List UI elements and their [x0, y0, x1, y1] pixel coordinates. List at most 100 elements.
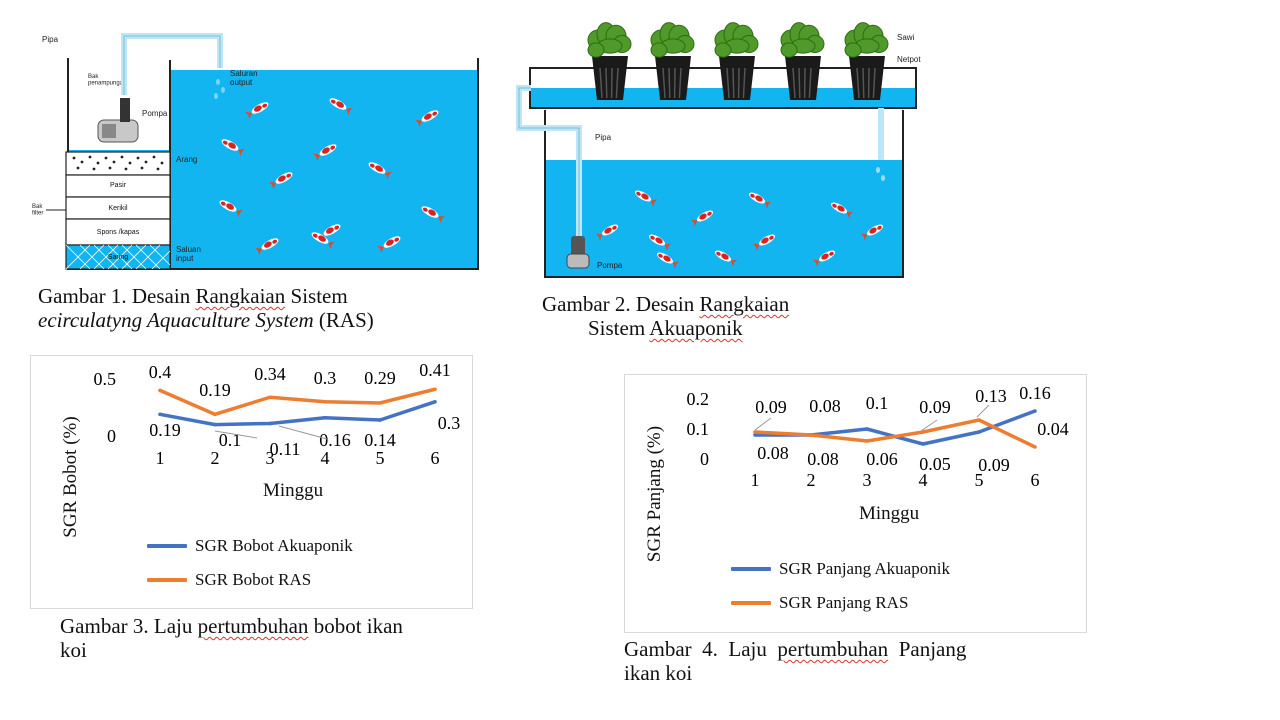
data-point — [323, 400, 327, 404]
figure4-caption: Gambar 4. Laju pertumbuhan Panjang ikan … — [624, 637, 1036, 685]
fig3-caption-rest: bobot ikan — [308, 614, 403, 638]
legend-bobot-ras: SGR Bobot RAS — [147, 570, 311, 590]
koi-fish-icon — [311, 232, 335, 249]
fig3-caption-prefix: Gambar 3. Laju — [60, 614, 198, 638]
koi-fish-icon — [329, 98, 353, 115]
label-kerikil: Kerikil — [108, 205, 128, 212]
legend-swatch-panjang-ras — [731, 601, 771, 605]
koi-fish-icon — [831, 202, 854, 219]
fig1-caption-ras: (RAS) — [313, 308, 374, 332]
koi-fish-icon — [245, 102, 269, 119]
data-label: 0.19 — [199, 380, 231, 400]
data-label: 0.08 — [809, 396, 841, 416]
series-line-ras — [159, 387, 436, 417]
x-tick-label: 3 — [266, 448, 275, 468]
data-label: 0.41 — [419, 360, 451, 380]
figure1-caption: Gambar 1. Desain Rangkaian Sistem ecircu… — [38, 284, 458, 332]
fig2-caption-prefix: Gambar 2. Desain — [542, 292, 700, 316]
aqua-tank-wall — [544, 110, 904, 278]
label-leader-line — [214, 430, 258, 439]
koi-fish-icon — [635, 190, 658, 207]
netpot-plant-icon — [650, 22, 695, 100]
koi-fish-icon — [752, 234, 775, 251]
legend-label-akuaponik: SGR Bobot Akuaponik — [195, 536, 353, 555]
koi-fish-icon — [649, 234, 672, 251]
koi-fish-icon — [657, 252, 680, 269]
label-pipa-2: Pipa — [595, 133, 612, 142]
data-point — [158, 412, 162, 417]
x-tick-label: 4 — [919, 470, 928, 490]
data-label: 0.11 — [270, 439, 301, 459]
label-pasir: Pasir — [110, 182, 127, 189]
label-leader-line — [920, 419, 938, 432]
x-tick-label: 6 — [1031, 470, 1040, 490]
koi-fish-icon — [219, 200, 243, 217]
data-point — [378, 418, 382, 422]
koi-fish-icon — [690, 210, 713, 227]
fig4-caption-rest: Panjang — [888, 637, 967, 661]
netpot-group — [587, 22, 889, 100]
label-sawi: Sawi — [897, 33, 915, 42]
koi-fish-icon — [421, 206, 445, 223]
data-label: 0.13 — [975, 386, 1007, 406]
fig4-caption-prefix: Gambar 4. Laju — [624, 637, 778, 661]
data-label: 0.16 — [319, 430, 351, 450]
fig2-caption-akuaponik: Akuaponik — [649, 316, 743, 340]
data-point — [433, 400, 437, 404]
data-point — [433, 387, 437, 392]
data-point — [158, 388, 162, 393]
x-tick-label: 6 — [431, 448, 440, 468]
ras-arang-dots — [72, 155, 164, 171]
y-tick-label: 0 — [107, 426, 116, 446]
label-pipa: Pipa — [42, 35, 59, 44]
koi-fish-icon — [749, 192, 772, 209]
x-tick-label: 1 — [156, 448, 165, 468]
data-label: 0.29 — [364, 368, 396, 388]
data-point — [268, 421, 272, 426]
data-label: 0.06 — [866, 449, 898, 469]
koi-fish-icon — [595, 224, 618, 241]
data-point — [977, 418, 981, 422]
koi-fish-icon — [415, 110, 439, 127]
label-leader-line — [976, 404, 990, 418]
koi-fish-group-2 — [595, 190, 883, 269]
legend-bobot-akuaponik: SGR Bobot Akuaponik — [147, 536, 353, 556]
netpot-plant-icon — [844, 22, 889, 100]
data-label: 0.3 — [314, 368, 337, 388]
y-tick-label: 0.1 — [687, 419, 710, 439]
netpot-plant-icon — [587, 22, 632, 100]
series-line-akuaponik — [159, 400, 436, 427]
fig1-caption-prefix: Gambar 1. Desain — [38, 284, 196, 308]
data-point — [1033, 409, 1037, 413]
data-label: 0.09 — [978, 455, 1010, 475]
fig4-caption-line2: ikan koi — [624, 661, 693, 685]
legend-swatch-ras — [147, 578, 187, 582]
ylabel-bobot: SGR Bobot (%) — [60, 416, 81, 538]
x-tick-label: 3 — [863, 470, 872, 490]
koi-fish-icon — [221, 139, 245, 156]
figure2-caption: Gambar 2. Desain Rangkaian Sistem Akuapo… — [542, 292, 962, 340]
data-point — [921, 442, 925, 446]
aquaponic-diagram: Sawi Netpot Pipa Pompa — [516, 22, 921, 278]
data-point — [865, 439, 869, 443]
fig3-caption-word: pertumbuhan — [197, 614, 309, 638]
data-point — [1033, 445, 1037, 449]
data-point — [921, 430, 925, 434]
x-tick-label: 2 — [807, 470, 816, 490]
data-point — [753, 430, 757, 434]
data-label: 0.05 — [919, 454, 951, 474]
series-line-ras — [754, 418, 1036, 449]
legend-label-ras: SGR Bobot RAS — [195, 570, 312, 589]
data-label: 0.19 — [149, 420, 181, 440]
pump-icon — [97, 98, 139, 143]
koi-fish-group — [219, 98, 445, 255]
netpot-plant-icon — [780, 22, 825, 100]
x-tick-label: 5 — [975, 470, 984, 490]
data-label: 0.09 — [755, 397, 787, 417]
data-label: 0.04 — [1037, 419, 1069, 439]
ylabel-panjang: SGR Panjang (%) — [644, 425, 665, 563]
